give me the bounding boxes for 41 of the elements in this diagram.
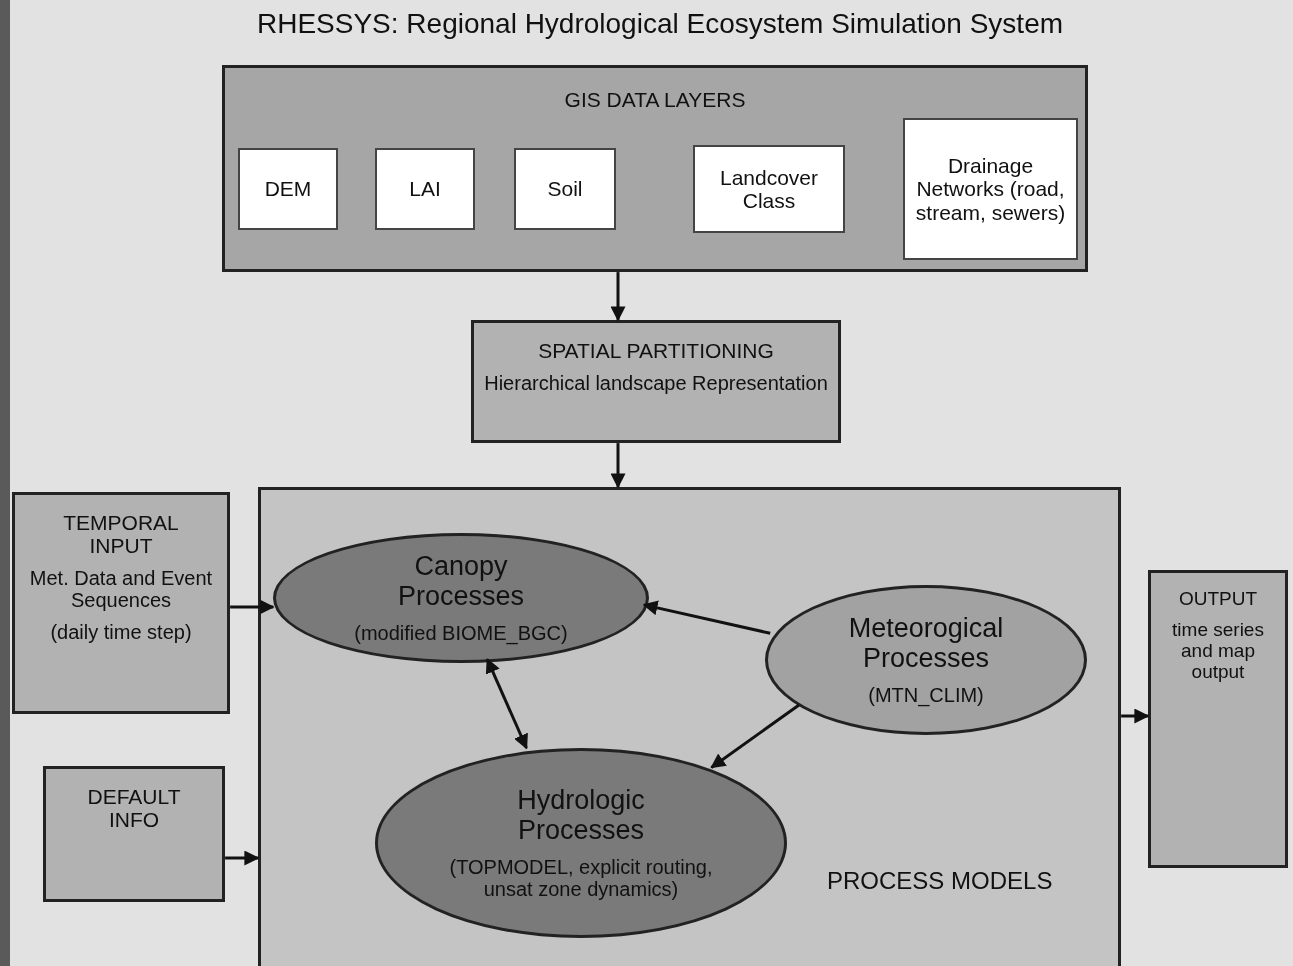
group-panel	[258, 487, 1121, 966]
node-heading: TEMPORAL INPUT	[62, 511, 180, 558]
data-box	[238, 148, 338, 230]
process-box	[471, 320, 841, 443]
arrow	[610, 443, 626, 489]
arrow	[485, 657, 528, 750]
process-box	[12, 492, 230, 714]
group-panel	[222, 65, 1088, 272]
node-heading: Soil	[547, 177, 583, 201]
arrow	[230, 599, 275, 615]
process-box	[43, 766, 225, 902]
data-box	[693, 145, 845, 233]
arrow	[710, 703, 800, 769]
arrow	[225, 850, 260, 866]
process-box	[1148, 570, 1288, 868]
node-heading: DEFAULT INFO	[86, 785, 182, 832]
node-heading: DEM	[264, 177, 312, 201]
data-box	[903, 118, 1078, 260]
arrow	[642, 600, 771, 635]
node-text: Met. Data and Event Sequences	[28, 567, 214, 612]
arrow	[1121, 708, 1150, 724]
node-heading: Hydrologic Processes	[516, 786, 646, 846]
diagram-title: RHESSYS: Regional Hydrological Ecosystem Simulation System	[255, 8, 1065, 40]
node-text: time series and map output	[1171, 619, 1265, 683]
data-box	[375, 148, 475, 230]
arrow	[610, 272, 626, 322]
group-heading: GIS DATA LAYERS	[564, 88, 746, 112]
node-heading: Canopy Processes	[396, 552, 526, 612]
node-heading: SPATIAL PARTITIONING	[538, 339, 774, 363]
node-text: (modified BIOME_BGC)	[354, 621, 568, 644]
node-heading: LAI	[409, 177, 441, 201]
node-text: (TOPMODEL, explicit routing, unsat zone dynamics)	[448, 855, 714, 900]
node-text: (daily time step)	[50, 621, 192, 644]
node-heading: Meteorogical Processes	[847, 614, 1005, 674]
node-text: (MTN_CLIM)	[868, 683, 984, 706]
node-heading: Drainage Networks (road, stream, sewers)	[914, 154, 1067, 224]
node-heading: Landcover Class	[718, 165, 820, 213]
node-text: Hierarchical landscape Representation	[484, 372, 828, 395]
data-box	[514, 148, 616, 230]
group-heading: PROCESS MODELS	[827, 868, 1053, 895]
node-heading: OUTPUT	[1178, 589, 1258, 610]
